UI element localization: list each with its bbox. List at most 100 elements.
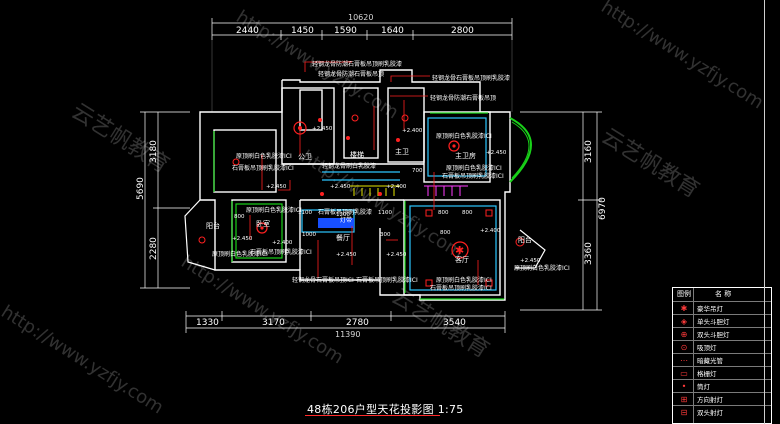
ceiling-height: +2.450 [266,184,287,190]
legend-header-symbol: 图例 [677,290,691,298]
ceiling-note: 轻钢龙骨防潮石膏板吊顶刷乳胶漆 [312,60,402,68]
watermark-brand: 云艺帆教育 [67,99,174,179]
ceiling-light-icon [448,140,460,152]
down-light-icon: • [681,381,687,391]
legend-name: 吸顶灯 [697,344,717,352]
annotation-leaders [249,61,479,285]
grille-light-icon [425,209,433,217]
ceiling-note: 原顶刷白色乳胶漆ICI [236,152,292,160]
room-label-main-bath: 主卫房 [455,151,476,160]
bottom-dimension-chain [185,311,506,333]
left-balcony-outline [184,199,216,271]
ceiling-height: +2.400 [386,184,407,190]
spot-light-icon [232,158,240,166]
ceiling-note: 石膏板吊顶刷乳胶漆ICI [356,276,418,284]
ceiling-height: +2.400 [272,240,293,246]
bottom-dimension-3: 2780 [346,318,369,328]
grille-light-icon [425,279,433,287]
down-light-icon [396,138,400,142]
top-dimension-5: 2800 [451,26,474,36]
legend-name: 暗藏光管 [697,357,723,365]
ceiling-height: +2.400 [480,228,501,234]
inner-dimension: 1200 [336,212,350,218]
legend-row: ⊕ 双头斗胆灯 [673,327,771,340]
watermark-url: http://www.yzfjy.com [0,301,167,418]
legend-name: 豪华吊灯 [697,305,723,313]
ceiling-height: +2.450 [386,252,407,258]
ceiling-note: 原顶刷白色乳胶漆ICI [212,250,268,258]
ceiling-note: 灯带 [340,216,352,224]
down-light-icon [378,192,382,196]
double-head-spotlight-icon: ⊟ [680,407,688,417]
inner-dimension: 800 [438,210,449,216]
ceiling-note: 原顶刷白色乳胶漆ICI [436,132,492,140]
ceiling-light-icon: ⊙ [680,342,688,352]
inner-dimension: 800 [440,230,451,236]
inner-dimension: 300 [380,232,391,238]
ceiling-note: 轻钢龙骨石膏板吊顶ICI [292,276,354,284]
legend-name: 双头射灯 [697,409,723,417]
hatched-walls [350,185,400,196]
chandelier-icon: ✱ [455,244,464,257]
ceiling-note: 石膏板吊顶刷乳胶漆ICI [430,284,492,292]
left-total-dimension: 5690 [136,177,146,200]
legend-name: 筒灯 [697,383,710,391]
ceiling-note: 石膏板吊顶刷乳胶漆ICI [442,172,504,180]
top-dimension-1: 2440 [236,26,259,36]
chandelier-icon [451,241,469,259]
watermark-url: http://www.yzfjy.com [597,0,767,113]
watermark-brand: 云艺帆教育 [387,284,494,364]
room-label-living: 客厅 [455,255,469,264]
ceiling-height: +2.450 [312,126,333,132]
room-label-bath: 主卫 [395,147,409,156]
legend-row: ⊞ 方向射灯 [673,392,771,405]
left-dimension-1: 3180 [149,140,159,163]
ceiling-light-icon [293,121,307,135]
ceiling-note: 轻钢龙骨石膏板吊顶刷乳胶漆 [432,74,510,82]
grille-light-icon: ▭ [680,368,688,378]
ceiling-light-strip [318,218,354,228]
right-dimension-1: 3160 [584,140,594,163]
ceiling-height: +2.450 [336,252,357,258]
top-dimension-3: 1590 [334,26,357,36]
room-label-child-room: 卧室 [256,219,270,228]
ceiling-light-icon [515,237,525,247]
ceiling-note: 轻钢龙骨防潮石膏板吊顶 [430,94,496,102]
legend-header-name: 名 称 [715,290,732,298]
ceiling-note: 石膏板吊顶刷乳胶漆ICI [250,248,312,256]
room-label-balcony: 阳台 [518,235,532,244]
ceiling-note: 原顶刷白色乳胶漆ICI [246,206,302,214]
down-light-icon [318,118,322,122]
down-light-icon [320,192,324,196]
directional-spotlight-icon: ⊞ [680,394,688,404]
grille-light-icon [485,209,493,217]
legend-row: ⊙ 吸顶灯 [673,340,771,353]
ceiling-note: 原顶刷白色乳胶漆ICI [446,164,502,172]
spot-light-icon [351,114,359,122]
ceiling-note: 轻钢龙骨刷白乳胶漆 [322,162,376,170]
windows [213,112,504,300]
right-dimension-2: 3360 [584,242,594,265]
bottom-total-dimension: 11390 [335,330,360,339]
inner-dimension: 800 [462,210,473,216]
ceiling-note: 原顶刷白色乳胶漆ICI [436,276,492,284]
bay-window-arc [509,117,532,183]
ceiling-height: +2.450 [486,150,507,156]
top-dimension-chain [211,18,513,112]
right-total-dimension: 6970 [598,197,608,220]
inner-dimension: 800 [234,214,245,220]
left-dimension-2: 2280 [149,237,159,260]
walls [199,69,511,301]
inner-dimension: 1100 [298,210,312,216]
single-spotlight-icon: ◈ [680,316,688,326]
ceiling-height: +2.400 [402,128,423,134]
legend-name: 格栅灯 [697,370,717,378]
watermark-url: http://www.yzfjy.com [177,251,347,368]
chandelier-icon: ✱ [680,303,688,313]
ceiling-note: 石膏板吊顶刷乳胶漆ICI [232,164,294,172]
bay-window-inner-arc [511,121,530,179]
legend-row: ✱ 豪华吊灯 [673,301,771,314]
ceiling-light-icon [256,222,268,234]
room-label-corner-room: 阳台 [206,221,220,230]
